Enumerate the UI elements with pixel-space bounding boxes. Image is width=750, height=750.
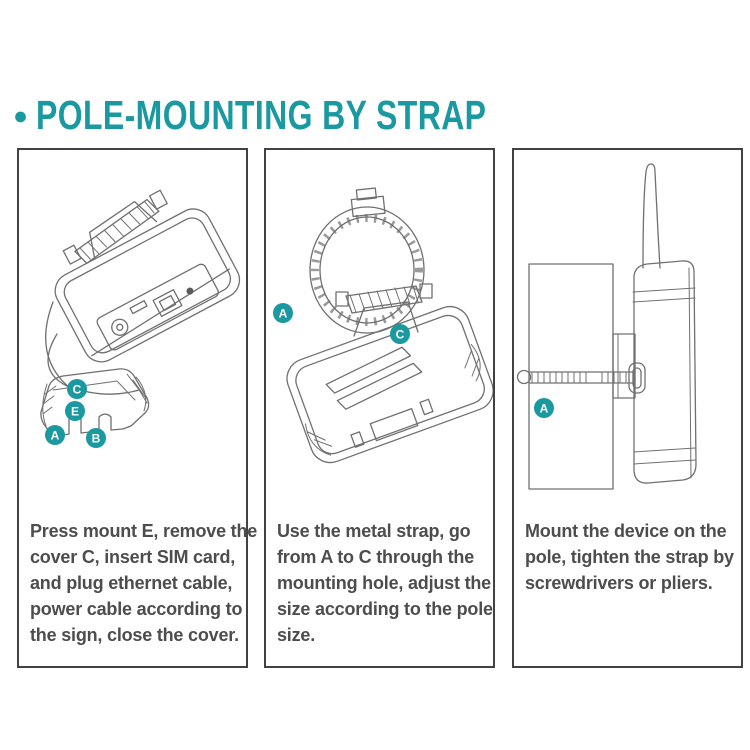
caption-line: size according to the pole	[277, 599, 493, 619]
caption-line: size.	[277, 625, 316, 645]
marker-a: A	[534, 398, 554, 418]
step-1-panel: C E A B Press mount E, remove the cover …	[17, 148, 257, 668]
bullet-icon: ●	[13, 101, 29, 130]
step-2-caption: Use the metal strap, go from A to C thro…	[277, 518, 493, 648]
mount-bracket	[612, 333, 646, 399]
step-1-illustration: C E A B	[40, 189, 241, 448]
svg-text:C: C	[73, 383, 82, 397]
top-vent	[325, 346, 412, 394]
svg-text:A: A	[51, 429, 60, 443]
caption-line: Use the metal strap, go	[277, 521, 471, 541]
device-isometric	[54, 189, 241, 363]
caption-line: the sign, close the cover.	[30, 625, 239, 645]
caption-line: Press mount E, remove the	[30, 521, 258, 541]
device-isometric	[286, 305, 493, 464]
caption-line: cover C, insert SIM card,	[30, 547, 236, 567]
page-title: POLE-MOUNTING BY STRAP	[36, 91, 487, 138]
svg-text:E: E	[71, 405, 79, 419]
step-3-caption: Mount the device on the pole, tighten th…	[525, 518, 734, 596]
caption-line: mounting hole, adjust the	[277, 573, 491, 593]
metal-strap-ring	[309, 187, 425, 334]
reset-button-icon	[186, 287, 194, 295]
bottom-recess	[369, 408, 419, 442]
caption-line: screwdrivers or pliers.	[525, 573, 713, 593]
strap-buckle	[350, 187, 386, 218]
cable	[47, 333, 140, 395]
strap-bracket	[62, 189, 168, 265]
top-vent	[336, 362, 423, 410]
device-side-view	[632, 260, 697, 484]
port-panel	[96, 263, 219, 351]
caption-line: power cable according to	[30, 599, 243, 619]
marker-a: A	[273, 303, 293, 323]
svg-text:C: C	[396, 328, 405, 342]
svg-text:B: B	[92, 432, 101, 446]
page-title-row: ● POLE-MOUNTING BY STRAP	[13, 92, 614, 138]
pole	[528, 263, 614, 490]
step-2-illustration: A C	[273, 187, 493, 464]
caption-line: pole, tighten the strap by	[525, 547, 734, 567]
marker-b: B	[86, 428, 106, 448]
marker-a: A	[45, 425, 65, 445]
sim-slot-icon	[129, 300, 148, 315]
caption-line: Mount the device on the	[525, 521, 727, 541]
svg-text:A: A	[279, 307, 288, 321]
svg-text:A: A	[540, 402, 549, 416]
strap	[516, 369, 633, 385]
dc-jack-icon	[111, 318, 129, 336]
marker-e: E	[65, 401, 85, 421]
step-3-panel: A Mount the device on the pole, tighten …	[512, 148, 743, 668]
strap-bracket	[335, 283, 433, 337]
caption-line: from A to C through the	[277, 547, 475, 567]
marker-c: C	[390, 324, 410, 344]
step-2-panel: A C Use the metal strap, go from A to C …	[264, 148, 495, 668]
step-3-illustration: A	[516, 163, 697, 490]
antenna	[642, 163, 661, 269]
clamp-band	[45, 301, 76, 393]
caption-line: and plug ethernet cable,	[30, 573, 233, 593]
marker-c: C	[67, 379, 87, 399]
ethernet-port-icon	[152, 289, 183, 318]
step-1-caption: Press mount E, remove the cover C, inser…	[30, 518, 257, 648]
